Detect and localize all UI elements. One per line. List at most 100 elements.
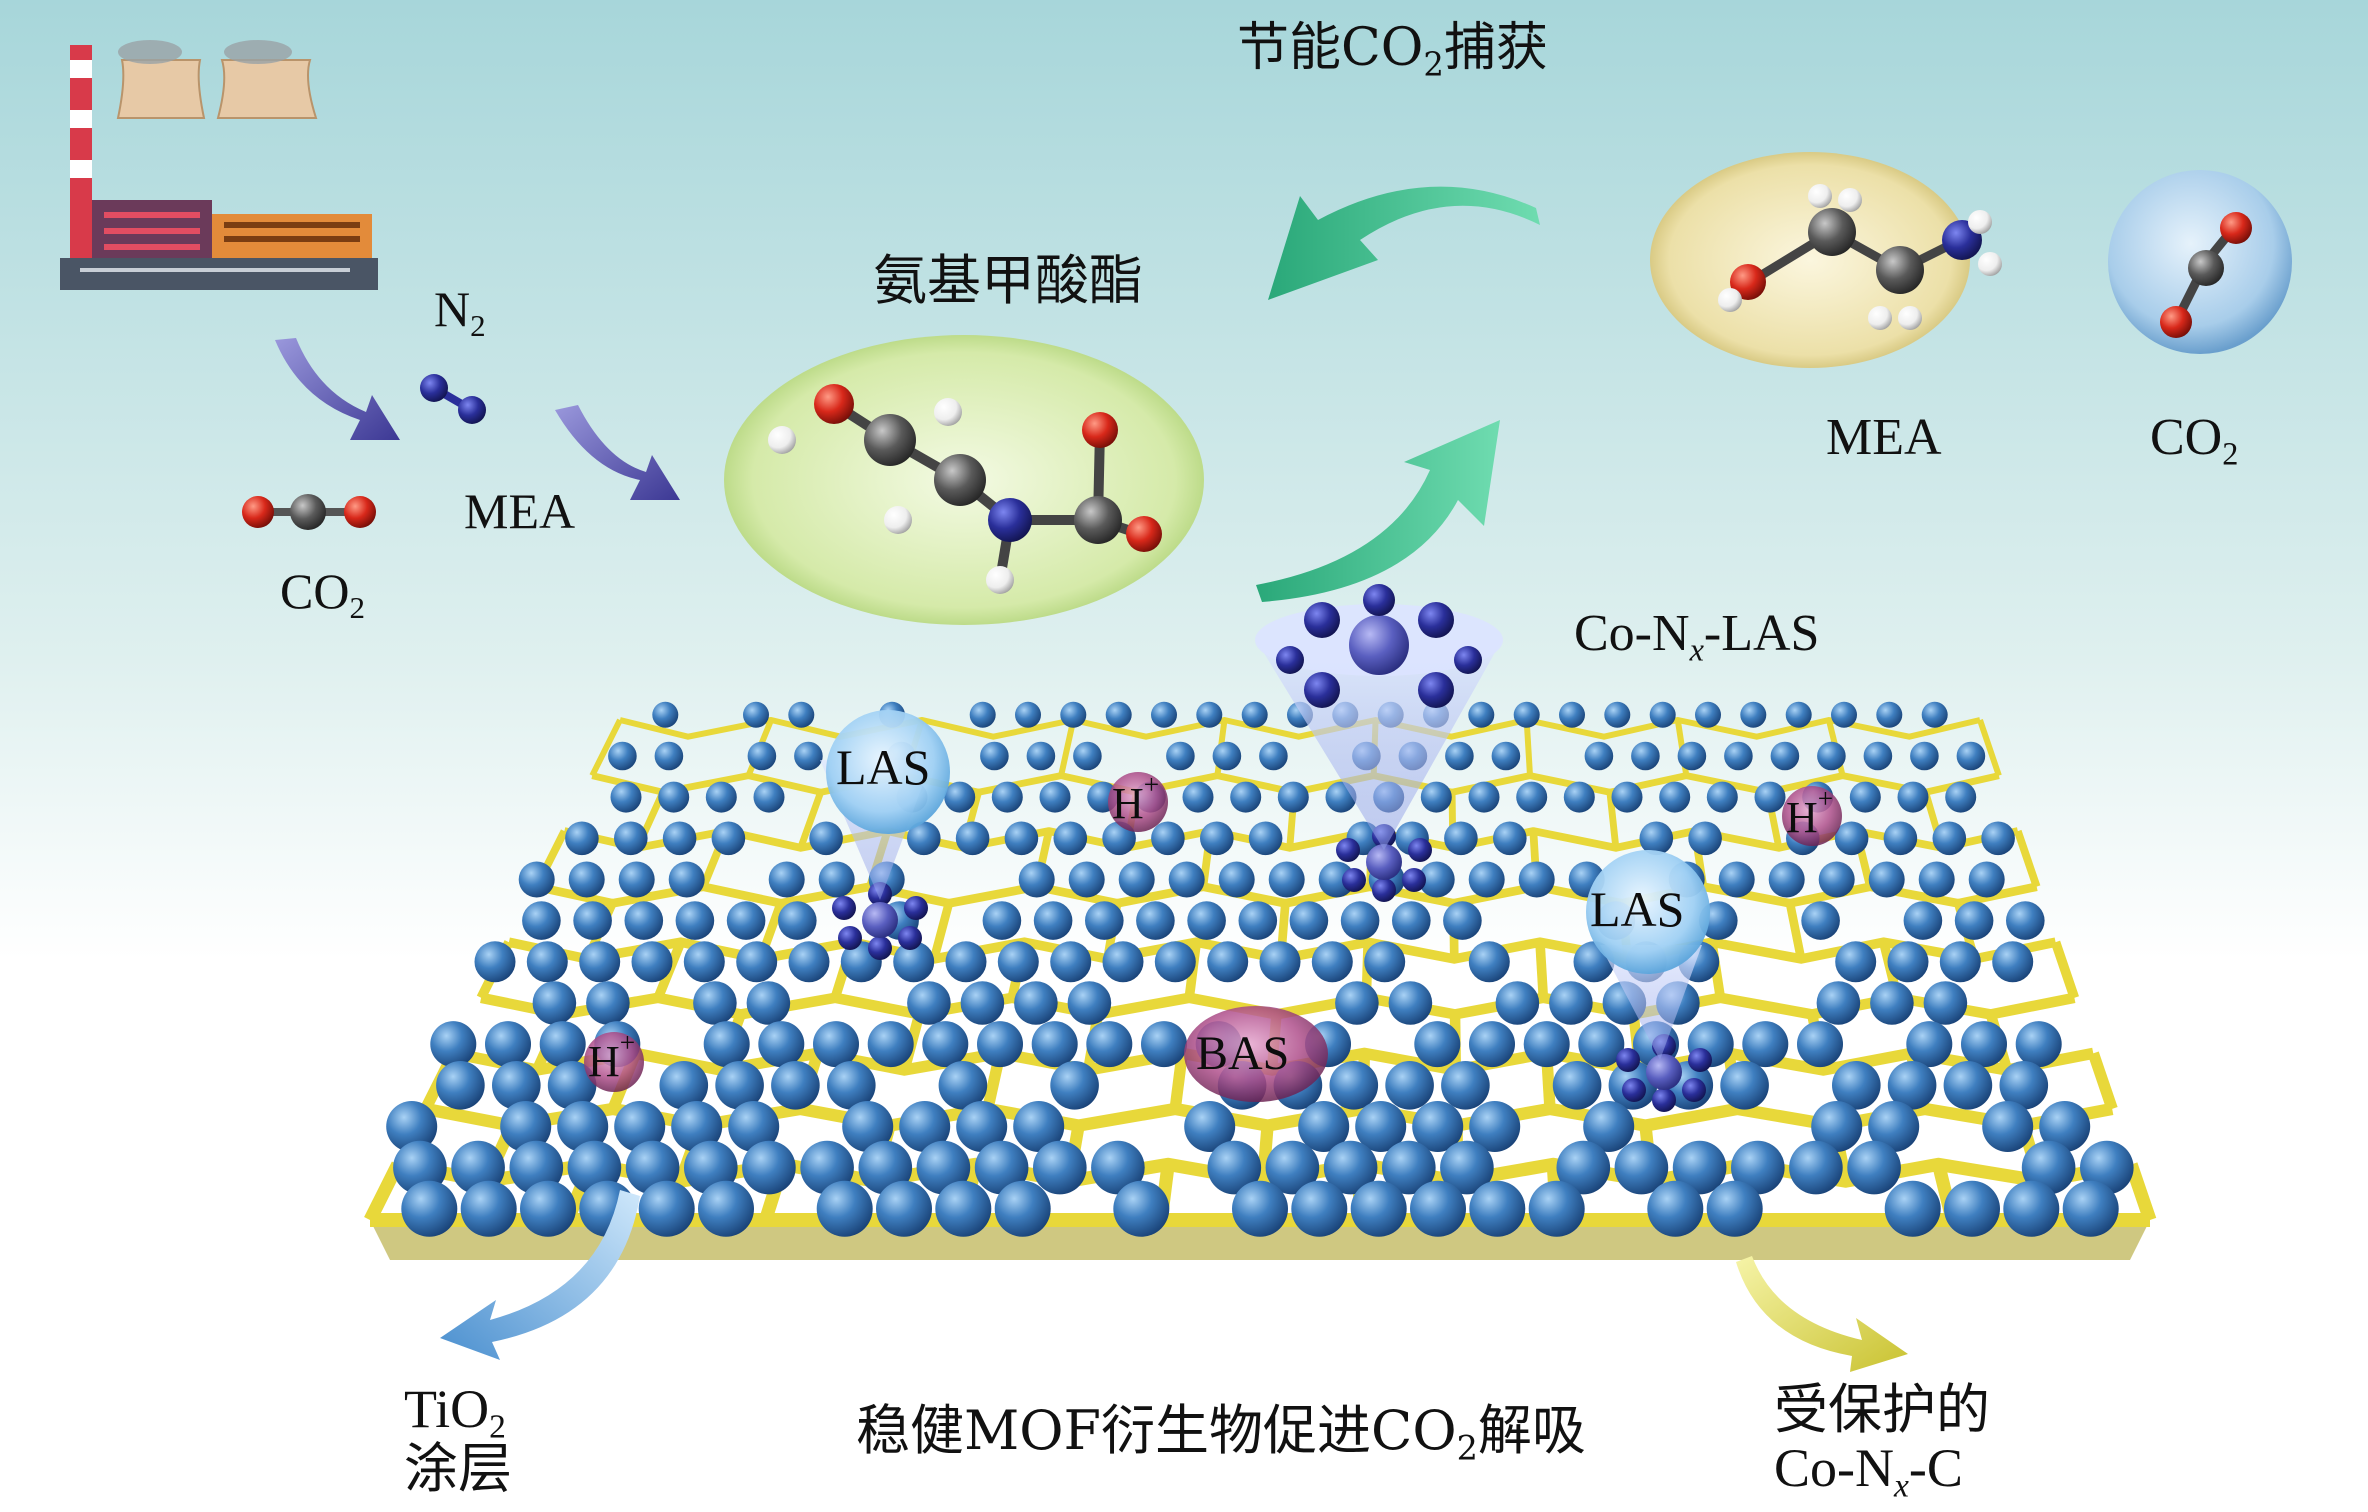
surface-sphere (1940, 941, 1981, 982)
surface-sphere (747, 981, 791, 1025)
surface-sphere (1559, 702, 1585, 728)
surface-sphere (1640, 822, 1674, 856)
surface-sphere (625, 901, 664, 940)
surface-sphere (1864, 742, 1893, 771)
surface-sphere (1166, 742, 1195, 771)
surface-sphere (1050, 941, 1091, 982)
surface-sphere (461, 1181, 517, 1237)
label-tio2-coating: TiO2 涂层 (404, 1380, 512, 1499)
surface-sphere (1650, 702, 1676, 728)
surface-sphere (1720, 1061, 1769, 1110)
surface-sphere (1033, 1141, 1087, 1195)
surface-sphere (1469, 941, 1510, 982)
label-carbamate: 氨基甲酸酯 (873, 254, 1143, 308)
surface-sphere (1869, 862, 1905, 898)
surface-sphere (1524, 1021, 1570, 1067)
surface-sphere (819, 862, 855, 898)
surface-sphere (1831, 702, 1857, 728)
surface-sphere (663, 822, 697, 856)
title-energy-saving-capture: 节能CO2捕获 (1237, 22, 1548, 74)
surface-sphere (1631, 742, 1660, 771)
surface-sphere (1924, 981, 1968, 1025)
surface-sphere (1755, 782, 1786, 813)
surface-sphere (1106, 702, 1132, 728)
surface-sphere (1151, 822, 1185, 856)
surface-sphere (1847, 1141, 1901, 1195)
surface-sphere (1789, 1141, 1843, 1195)
surface-sphere (1213, 742, 1242, 771)
surface-sphere (1136, 901, 1175, 940)
surface-sphere (789, 941, 830, 982)
surface-sphere (1060, 702, 1086, 728)
surface-sphere (1982, 1101, 2033, 1152)
surface-sphere (1819, 862, 1855, 898)
co2-molecule-icon (242, 494, 376, 530)
surface-sphere (1249, 822, 1283, 856)
surface-sphere (788, 702, 814, 728)
surface-sphere (1469, 782, 1500, 813)
bottom-title: 稳健MOF衍生物促进CO2解吸 (856, 1404, 1586, 1458)
surface-sphere (1441, 1061, 1490, 1110)
surface-sphere (1817, 981, 1861, 1025)
surface-sphere (430, 1021, 476, 1067)
surface-sphere (1113, 1181, 1169, 1237)
surface-sphere (1239, 901, 1278, 940)
surface-sphere (1050, 1061, 1099, 1110)
surface-sphere (1910, 742, 1939, 771)
surface-sphere (632, 941, 673, 982)
surface-sphere (1196, 702, 1222, 728)
surface-sphere (736, 941, 777, 982)
surface-sphere (1885, 1181, 1941, 1237)
label-h-plus-2: H+ (1786, 796, 1833, 840)
surface-sphere (565, 822, 599, 856)
surface-sphere (1659, 782, 1690, 813)
surface-sphere (1155, 941, 1196, 982)
label-h-plus-1: H+ (1112, 782, 1159, 826)
surface-sphere (809, 822, 843, 856)
surface-sphere (1719, 862, 1755, 898)
label-las-2: LAS (1590, 884, 1684, 934)
surface-sphere (706, 782, 737, 813)
surface-sphere (1219, 862, 1255, 898)
surface-sphere (669, 862, 705, 898)
surface-sphere (652, 702, 678, 728)
label-las-1: LAS (836, 742, 930, 792)
label-bas: BAS (1196, 1030, 1289, 1078)
surface-sphere (658, 782, 689, 813)
surface-sphere (742, 1141, 796, 1195)
surface-sphere (1742, 1021, 1788, 1067)
surface-sphere (1695, 702, 1721, 728)
surface-sphere (1549, 981, 1593, 1025)
surface-sphere (1957, 742, 1986, 771)
surface-sphere (1364, 941, 1405, 982)
surface-sphere (1054, 822, 1088, 856)
surface-sphere (1740, 702, 1766, 728)
surface-sphere (1678, 742, 1707, 771)
surface-sphere (778, 901, 817, 940)
surface-sphere (1612, 782, 1643, 813)
surface-sphere (1187, 901, 1226, 940)
surface-sphere (1290, 901, 1329, 940)
surface-sphere (608, 742, 637, 771)
surface-sphere (1027, 742, 1056, 771)
surface-sphere (1014, 981, 1058, 1025)
surface-sphere (401, 1181, 457, 1237)
surface-sphere (1392, 901, 1431, 940)
surface-sphere (1260, 941, 1301, 982)
surface-sphere (1005, 822, 1039, 856)
surface-sphere (1707, 782, 1738, 813)
surface-sphere (1445, 742, 1474, 771)
surface-sphere (1553, 1061, 1602, 1110)
co2-bubble (2108, 170, 2292, 354)
surface-sphere (2003, 1181, 2059, 1237)
surface-sphere (1898, 782, 1929, 813)
surface-sphere (1385, 1061, 1434, 1110)
surface-sphere (1421, 782, 1452, 813)
surface-sphere (1085, 901, 1124, 940)
surface-sphere (1169, 862, 1205, 898)
surface-sphere (935, 1181, 991, 1237)
surface-sphere (1906, 1021, 1952, 1067)
surface-sphere (1151, 702, 1177, 728)
surface-sphere (1200, 822, 1234, 856)
